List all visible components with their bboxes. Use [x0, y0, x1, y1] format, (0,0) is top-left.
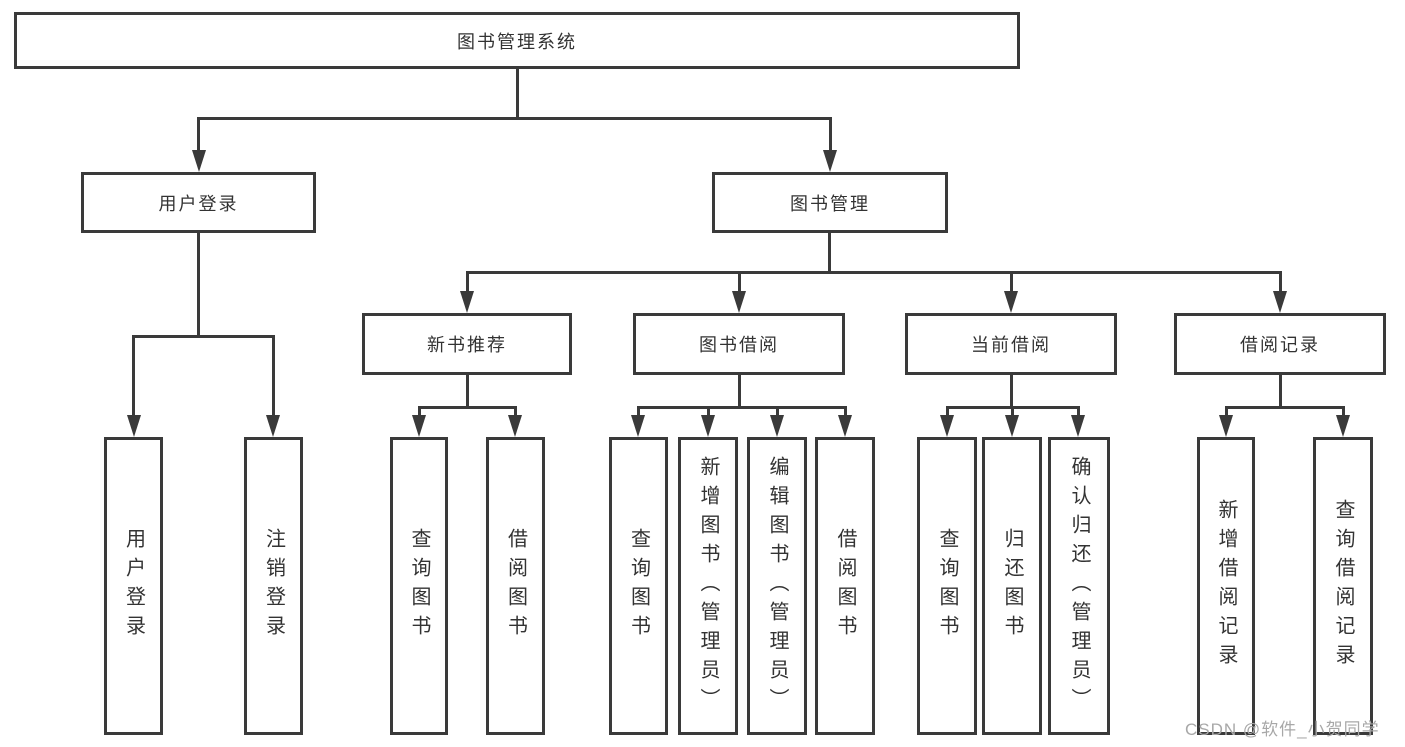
arrowhead-leaf: [940, 415, 954, 437]
connector-to-borrow-records: [1279, 271, 1282, 295]
leaf-label: 确认归还（管理员）: [1068, 455, 1090, 717]
connector-book-management-stem: [828, 233, 831, 274]
leaf-query-books-3: 查询图书: [917, 437, 977, 735]
leaf-confirm-return-admin: 确认归还（管理员）: [1048, 437, 1110, 735]
connector-to-new-books: [466, 271, 469, 295]
leaf-label: 查询图书: [936, 528, 958, 644]
arrowhead-borrow-records: [1273, 291, 1287, 313]
arrowhead-leaf: [412, 415, 426, 437]
leaf-label: 查询图书: [408, 528, 430, 644]
node-label: 图书管理: [790, 193, 870, 214]
connector-to-book-borrow: [738, 271, 741, 295]
leaf-return-books: 归还图书: [982, 437, 1042, 735]
connector-leaf-stem: [637, 406, 640, 418]
node-book-management: 图书管理: [712, 172, 948, 233]
connector-to-logout-leaf: [272, 335, 275, 417]
connector-borrow-records-branch: [1225, 406, 1345, 409]
leaf-label: 注销登录: [262, 528, 285, 644]
leaf-borrow-books-1: 借阅图书: [486, 437, 545, 735]
node-library-management-system: 图书管理系统: [14, 12, 1020, 69]
leaf-borrow-books-2: 借阅图书: [815, 437, 875, 735]
connector-leaf-stem: [776, 406, 779, 418]
leaf-label: 借阅图书: [504, 528, 527, 644]
connector-new-books-stem: [466, 375, 469, 409]
arrowhead-book-borrow: [732, 291, 746, 313]
node-label: 用户登录: [158, 193, 239, 214]
connector-leaf-stem: [418, 406, 421, 418]
leaf-label: 查询图书: [627, 528, 650, 644]
connector-to-book-management: [829, 117, 832, 153]
node-label: 图书管理系统: [457, 31, 577, 52]
connector-leaf-stem: [1011, 406, 1014, 418]
leaf-label: 编辑图书（管理员）: [766, 455, 788, 717]
node-borrow-records: 借阅记录: [1174, 313, 1386, 375]
arrowhead-leaf: [1071, 415, 1085, 437]
leaf-add-borrow-record: 新增借阅记录: [1197, 437, 1255, 735]
leaf-label: 新增借阅记录: [1215, 499, 1237, 673]
connector-leaf-stem: [514, 406, 517, 418]
arrowhead-login-leaf: [127, 415, 141, 437]
leaf-query-borrow-record: 查询借阅记录: [1313, 437, 1373, 735]
leaf-label: 新增图书（管理员）: [697, 455, 719, 717]
connector-to-user-login: [197, 117, 200, 153]
arrowhead-logout-leaf: [266, 415, 280, 437]
connector-root-stem: [516, 69, 519, 119]
connector-leaf-stem: [707, 406, 710, 418]
leaf-label: 查询借阅记录: [1332, 499, 1354, 673]
arrowhead-leaf: [1005, 415, 1019, 437]
leaf-user-login: 用户登录: [104, 437, 163, 735]
node-user-login: 用户登录: [81, 172, 316, 233]
node-book-borrow: 图书借阅: [633, 313, 845, 375]
leaf-query-books-1: 查询图书: [390, 437, 448, 735]
leaf-label: 借阅图书: [834, 528, 856, 644]
arrowhead-leaf: [631, 415, 645, 437]
leaf-edit-books-admin: 编辑图书（管理员）: [747, 437, 807, 735]
arrowhead-leaf: [1219, 415, 1233, 437]
node-label: 当前借阅: [971, 335, 1051, 355]
connector-user-login-stem: [197, 233, 200, 337]
connector-new-books-branch: [418, 406, 517, 409]
connector-book-borrow-branch: [637, 406, 846, 409]
node-new-books: 新书推荐: [362, 313, 572, 375]
leaf-logout: 注销登录: [244, 437, 303, 735]
arrowhead-leaf: [770, 415, 784, 437]
arrowhead-leaf: [508, 415, 522, 437]
arrowhead-leaf: [838, 415, 852, 437]
node-current-borrow: 当前借阅: [905, 313, 1117, 375]
arrowhead-user-login: [192, 150, 206, 172]
arrowhead-new-books: [460, 291, 474, 313]
connector-book-borrow-stem: [738, 375, 741, 409]
node-label: 借阅记录: [1240, 335, 1320, 355]
leaf-label: 用户登录: [122, 528, 145, 644]
connector-leaf-stem: [844, 406, 847, 418]
arrowhead-leaf: [1336, 415, 1350, 437]
arrowhead-leaf: [701, 415, 715, 437]
connector-current-borrow-stem: [1010, 375, 1013, 409]
connector-book-management-branch: [466, 271, 1282, 274]
leaf-add-books-admin: 新增图书（管理员）: [678, 437, 738, 735]
csdn-watermark: CSDN @软件_小贺同学: [1185, 720, 1380, 739]
node-label: 新书推荐: [427, 335, 507, 355]
connector-to-login-leaf: [132, 335, 135, 417]
leaf-query-books-2: 查询图书: [609, 437, 668, 735]
arrowhead-current-borrow: [1004, 291, 1018, 313]
connector-leaf-stem: [1225, 406, 1228, 418]
connector-leaf-stem: [946, 406, 949, 418]
connector-to-current-borrow: [1010, 271, 1013, 295]
connector-user-login-branch: [132, 335, 275, 338]
connector-root-branch: [197, 117, 832, 120]
arrowhead-book-management: [823, 150, 837, 172]
leaf-label: 归还图书: [1001, 528, 1023, 644]
connector-leaf-stem: [1077, 406, 1080, 418]
connector-borrow-records-stem: [1279, 375, 1282, 409]
node-label: 图书借阅: [699, 335, 779, 355]
connector-leaf-stem: [1342, 406, 1345, 418]
